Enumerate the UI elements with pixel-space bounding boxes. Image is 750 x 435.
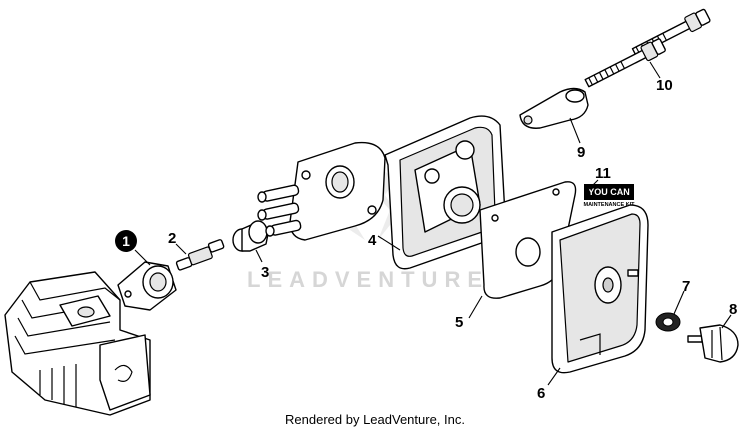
callout-10: 10	[656, 77, 673, 94]
part-1-intake-manifold	[117, 261, 177, 311]
part-10-bolts	[584, 8, 711, 88]
part-3-sleeve	[232, 220, 269, 252]
footer-credit: Rendered by LeadVenture, Inc.	[285, 412, 465, 427]
callout-3: 3	[261, 264, 269, 281]
callout-11: 11	[595, 165, 611, 182]
callout-9: 9	[577, 144, 585, 161]
part-11-maintenance-kit-badge: YOU CAN MAINTENANCE KIT	[583, 184, 635, 208]
callout-5: 5	[455, 314, 463, 331]
part-7-washer	[655, 312, 681, 332]
callout-7: 7	[682, 278, 690, 295]
callout-2: 2	[168, 230, 176, 247]
part-8-knob	[687, 324, 739, 363]
callout-8: 8	[729, 301, 737, 318]
badge-line2: MAINTENANCE KIT	[583, 202, 635, 208]
carburetor-block	[257, 141, 386, 241]
part-6-filter-cover	[551, 204, 649, 374]
watermark-text: LEADVENTURE	[247, 267, 489, 292]
part-4-filter-base	[384, 115, 506, 270]
callout-6: 6	[537, 385, 545, 402]
part-9-bracket	[519, 87, 589, 129]
part-2-fitting	[175, 239, 225, 271]
callout-1-label: 1	[122, 233, 130, 249]
badge-line1: YOU CAN	[588, 187, 630, 197]
callout-1: 1	[115, 230, 137, 252]
leader-lines	[134, 61, 732, 386]
callout-4: 4	[368, 232, 377, 249]
engine-cylinder	[4, 271, 151, 416]
